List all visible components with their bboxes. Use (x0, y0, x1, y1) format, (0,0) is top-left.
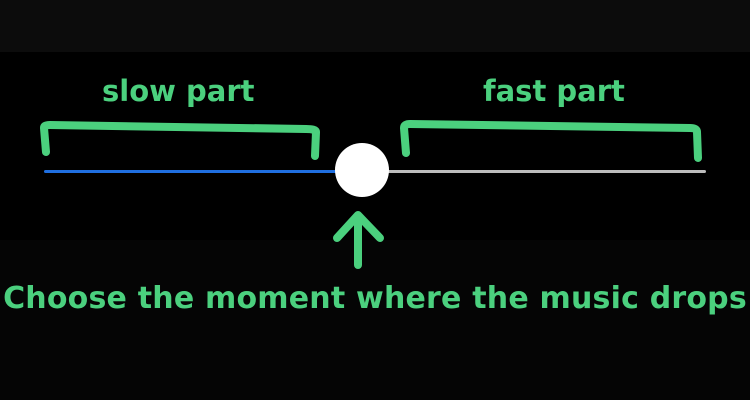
arrow-up-icon (333, 211, 384, 269)
slider-track-remaining[interactable] (361, 170, 706, 173)
lower-background-band (0, 240, 750, 400)
slow-part-label: slow part (102, 74, 255, 108)
slider-track-played[interactable] (44, 170, 362, 173)
slider-thumb[interactable] (334, 143, 389, 197)
fast-part-label: fast part (483, 74, 625, 108)
left-bracket-icon (40, 121, 320, 160)
right-bracket-icon (400, 120, 702, 162)
top-background-band (0, 0, 750, 52)
instruction-caption: Choose the moment where the music drops (3, 281, 747, 316)
